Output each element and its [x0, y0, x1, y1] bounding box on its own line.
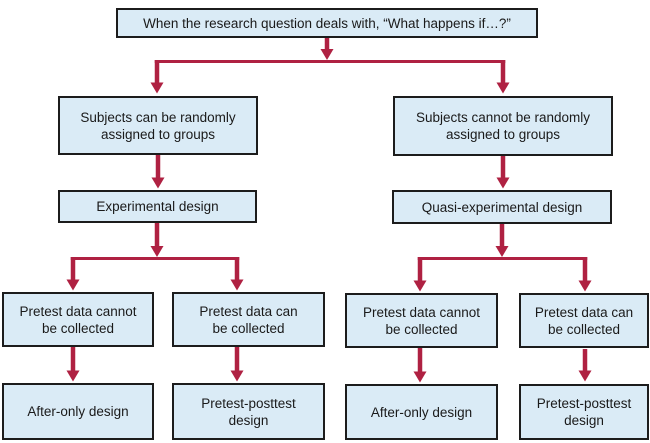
- node-exp-pretest-posttest-design: Pretest-posttest design: [172, 383, 325, 440]
- node-quasi-pretest-can: Pretest data can be collected: [519, 293, 649, 348]
- node-subjects-cannot-random: Subjects cannot be randomly assigned to …: [393, 96, 613, 156]
- node-quasi-pretest-can-label: Pretest data can be collected: [534, 304, 634, 337]
- node-quasi-experimental-design: Quasi-experimental design: [392, 190, 612, 224]
- node-exp-pretest-cannot-label: Pretest data cannot be collected: [19, 303, 137, 336]
- node-quasi-after-only-design-label: After-only design: [370, 404, 473, 420]
- node-experimental-design-label: Experimental design: [96, 199, 219, 214]
- node-exp-after-only-design-label: After-only design: [27, 404, 129, 419]
- node-subjects-cannot-random-label: Subjects cannot be randomly assigned to …: [415, 110, 591, 142]
- node-exp-pretest-can-label: Pretest data can be collected: [199, 303, 298, 336]
- node-quasi-pretest-cannot: Pretest data cannot be collected: [345, 293, 498, 348]
- node-exp-pretest-cannot: Pretest data cannot be collected: [2, 292, 154, 347]
- node-exp-pretest-can: Pretest data can be collected: [172, 292, 325, 347]
- node-quasi-pretest-cannot-label: Pretest data cannot be collected: [362, 304, 481, 337]
- node-subjects-can-random-label: Subjects can be randomly assigned to gro…: [80, 109, 236, 142]
- node-quasi-pretest-posttest-design-label: Pretest-posttest design: [536, 396, 632, 428]
- node-research-question-label: When the research question deals with, “…: [143, 15, 511, 31]
- node-quasi-pretest-posttest-design: Pretest-posttest design: [519, 384, 649, 440]
- node-quasi-after-only-design: After-only design: [345, 384, 498, 440]
- node-exp-after-only-design: After-only design: [2, 383, 154, 440]
- node-subjects-can-random: Subjects can be randomly assigned to gro…: [58, 96, 258, 155]
- node-exp-pretest-posttest-design-label: Pretest-posttest design: [201, 395, 296, 428]
- node-experimental-design: Experimental design: [58, 190, 257, 223]
- node-quasi-experimental-design-label: Quasi-experimental design: [421, 199, 583, 215]
- node-research-question: When the research question deals with, “…: [116, 8, 538, 38]
